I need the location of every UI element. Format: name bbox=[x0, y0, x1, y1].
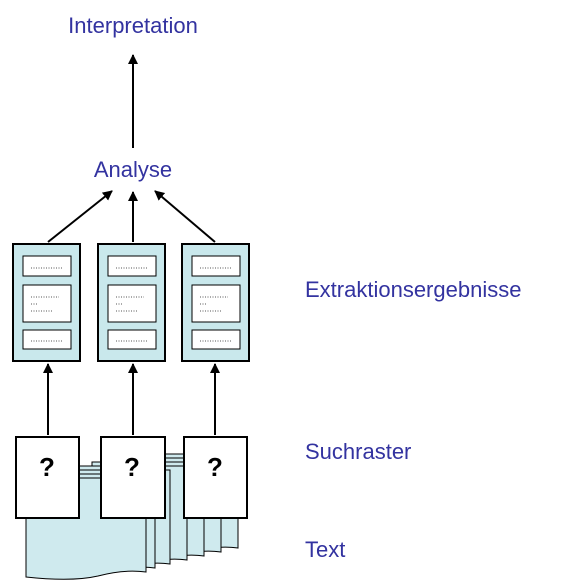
analyse-label: Analyse bbox=[94, 157, 172, 182]
arrow-result-1-to-analyse bbox=[47, 190, 113, 243]
search-grid-2: ? bbox=[100, 436, 166, 519]
result-field bbox=[22, 329, 72, 350]
interpretation-label: Interpretation bbox=[68, 13, 198, 38]
question-mark: ? bbox=[207, 452, 223, 482]
result-field bbox=[107, 255, 157, 277]
text-label: Text bbox=[305, 537, 345, 562]
result-field bbox=[22, 284, 72, 323]
result-field bbox=[191, 329, 241, 350]
result-field bbox=[107, 284, 157, 323]
suchraster-label: Suchraster bbox=[305, 439, 411, 464]
search-grid-1: ? bbox=[15, 436, 80, 519]
result-card-3 bbox=[181, 243, 250, 362]
question-mark: ? bbox=[124, 452, 140, 482]
result-card-1 bbox=[12, 243, 81, 362]
question-mark: ? bbox=[39, 452, 55, 482]
result-field bbox=[22, 255, 72, 277]
arrow-result-3-to-analyse bbox=[154, 190, 216, 243]
search-grid-3: ? bbox=[183, 436, 248, 519]
result-field bbox=[191, 284, 241, 323]
extraktionsergebnisse-label: Extraktionsergebnisse bbox=[305, 277, 521, 302]
result-card-2 bbox=[97, 243, 166, 362]
result-field bbox=[107, 329, 157, 350]
result-field bbox=[191, 255, 241, 277]
